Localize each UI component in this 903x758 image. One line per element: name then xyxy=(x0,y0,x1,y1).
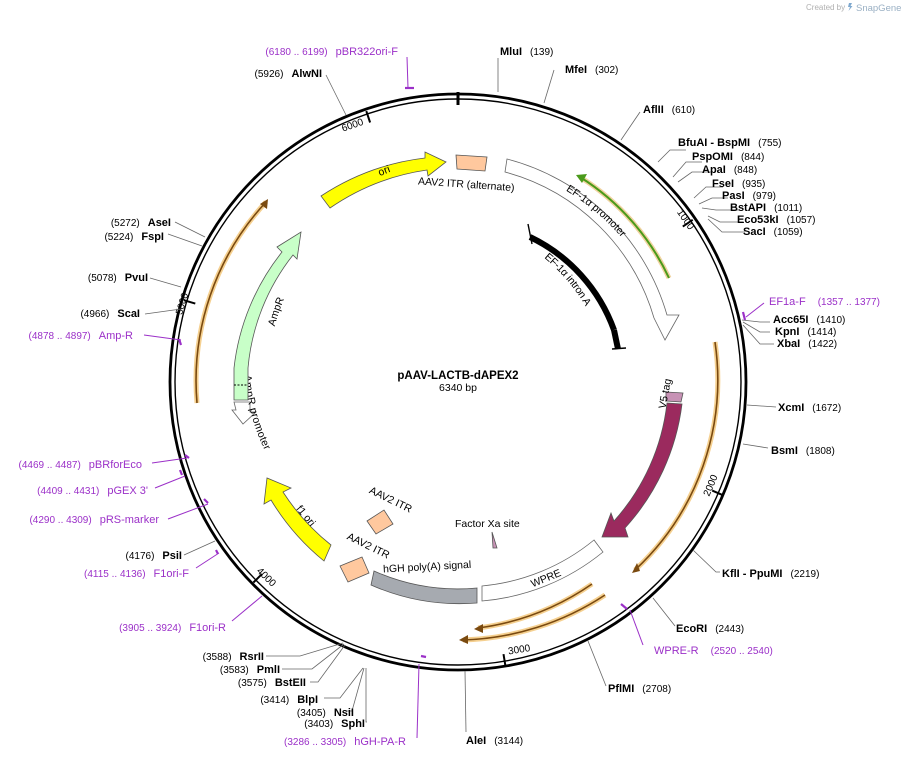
site-sphi[interactable]: (3403)SphI xyxy=(304,718,365,730)
primer-pbrforeco[interactable]: (4469 .. 4487)pBRforEco xyxy=(19,459,142,471)
site-ecori[interactable]: EcoRI(2443) xyxy=(676,623,744,635)
feature-v5-tag[interactable]: V5 tag xyxy=(657,377,684,410)
site-leader-lines xyxy=(144,58,777,733)
svg-text:AmpR: AmpR xyxy=(266,295,287,327)
ruler-5000: 5000 xyxy=(174,291,196,316)
snapgene-credit: Created by SnapGene xyxy=(806,3,901,14)
primer-f1ori-r[interactable]: (3905 .. 3924)F1ori-R xyxy=(119,622,226,634)
site-blpi[interactable]: (3414)BlpI xyxy=(260,694,318,706)
site-alwni[interactable]: (5926)AlwNI xyxy=(255,68,322,80)
credit-prefix: Created by xyxy=(806,3,845,12)
feature-ef1a-intron[interactable]: EF-1α intron A xyxy=(527,223,627,350)
primer-f1ori-f[interactable]: (4115 .. 4136)F1ori-F xyxy=(84,568,189,580)
ruler-label: 5000 xyxy=(174,291,191,316)
site-pasi[interactable]: PasI(979) xyxy=(722,190,776,202)
feature-f1-ori[interactable]: f1 ori xyxy=(263,477,332,562)
feature-label: AAV2 ITR (alternate) xyxy=(418,175,515,194)
site-acc65i[interactable]: Acc65I(1410) xyxy=(773,314,845,326)
site-bstapi[interactable]: BstAPI(1011) xyxy=(730,202,802,214)
primer-arc-wpre-1[interactable] xyxy=(474,581,594,633)
primer-leader-lines xyxy=(143,56,765,739)
site-fsei[interactable]: FseI(935) xyxy=(712,178,765,190)
site-xbai[interactable]: XbaI(1422) xyxy=(777,338,837,350)
primer-arc-wpre-2[interactable] xyxy=(459,592,607,644)
site-rsrii[interactable]: (3588)RsrII xyxy=(203,651,264,663)
site-bfuai-bspmi[interactable]: BfuAI - BspMI(755) xyxy=(678,137,781,149)
primer-prs-marker[interactable]: (4290 .. 4309)pRS-marker xyxy=(29,514,159,526)
feature-factor-xa[interactable]: Factor Xa site xyxy=(455,518,520,549)
plasmid-title-block: pAAV-LACTB-dAPEX2 6340 bp xyxy=(397,370,518,394)
site-alei[interactable]: AleI(3144) xyxy=(466,735,523,747)
primer-pgex-3[interactable]: (4409 .. 4431)pGEX 3' xyxy=(37,485,148,497)
site-scai[interactable]: (4966)ScaI xyxy=(80,308,140,320)
primer-arc-amp[interactable] xyxy=(193,199,268,404)
site-xcmi[interactable]: XcmI(1672) xyxy=(778,402,841,414)
site-fspi[interactable]: (5224)FspI xyxy=(104,231,164,243)
primer-pbr322ori-f[interactable]: (6180 .. 6199)pBR322ori-F xyxy=(265,46,398,58)
feature-ampr[interactable]: AmpR xyxy=(233,231,302,401)
ruler-3000: 3000 xyxy=(502,643,531,667)
feature-hgh-polya[interactable]: hGH poly(A) signal xyxy=(370,559,478,605)
site-eco53ki[interactable]: Eco53kI(1057) xyxy=(737,214,816,226)
feature-aav2-itr-2[interactable]: AAV2 ITR xyxy=(366,485,414,535)
restriction-site-labels: MluI(139) MfeI(302) AflII(610) BfuAI - B… xyxy=(80,46,845,747)
site-mlui[interactable]: MluI(139) xyxy=(500,46,553,58)
primer-amp-r[interactable]: (4878 .. 4897)Amp-R xyxy=(29,330,134,342)
ruler-2000: 2000 xyxy=(702,473,724,498)
site-bsmi[interactable]: BsmI(1808) xyxy=(771,445,835,457)
plasmid-name: pAAV-LACTB-dAPEX2 xyxy=(397,370,518,382)
feature-label: AAV2 ITR xyxy=(367,485,414,516)
feature-apex2[interactable]: APEX2 xyxy=(601,402,687,538)
site-pmli[interactable]: (3583)PmlI xyxy=(220,664,280,676)
snapgene-logo-icon xyxy=(848,3,853,11)
ruler-label: 1000 xyxy=(674,208,696,233)
site-nsii[interactable]: (3405)NsiI xyxy=(297,707,354,719)
feature-label: Factor Xa site xyxy=(455,518,520,530)
site-kfli-ppumi[interactable]: KflI - PpuMI(2219) xyxy=(722,568,819,580)
plasmid-size: 6340 bp xyxy=(439,382,477,394)
ruler-label: 3000 xyxy=(507,643,531,657)
site-saci[interactable]: SacI(1059) xyxy=(743,226,803,238)
credit-brand: SnapGene xyxy=(856,3,901,14)
primer-wpre-r[interactable]: WPRE-R(2520 .. 2540) xyxy=(654,645,773,657)
feature-ori[interactable]: ori xyxy=(320,151,447,209)
ruler-label: 6000 xyxy=(340,117,365,135)
feature-wpre[interactable]: WPRE xyxy=(481,539,604,602)
site-aflii[interactable]: AflII(610) xyxy=(643,104,695,116)
primer-hgh-pa-r[interactable]: (3286 .. 3305)hGH-PA-R xyxy=(284,736,406,748)
ruler-1000: 1000 xyxy=(674,208,696,233)
site-kpni[interactable]: KpnI(1414) xyxy=(775,326,836,338)
site-psii[interactable]: (4176)PsiI xyxy=(126,550,182,562)
site-bsteii[interactable]: (3575)BstEII xyxy=(238,677,306,689)
primer-ef1a-f[interactable]: EF1a-F(1357 .. 1377) xyxy=(769,296,880,308)
site-pflmi[interactable]: PflMI(2708) xyxy=(608,683,671,695)
feature-label: hGH poly(A) signal xyxy=(383,559,472,576)
site-apai[interactable]: ApaI(848) xyxy=(702,164,757,176)
primer-arc-apex2-fwd[interactable] xyxy=(632,341,721,573)
primer-labels: (6180 .. 6199)pBR322ori-F EF1a-F(1357 ..… xyxy=(19,46,880,748)
feature-label: AmpR xyxy=(266,295,287,327)
site-pspomi[interactable]: PspOMI(844) xyxy=(692,151,764,163)
site-asei[interactable]: (5272)AseI xyxy=(111,217,171,229)
site-mfei[interactable]: MfeI(302) xyxy=(565,64,618,76)
site-pvui[interactable]: (5078)PvuI xyxy=(88,272,148,284)
primer-arc-ef1a-f[interactable] xyxy=(576,174,672,280)
ruler-4000: 4000 xyxy=(252,566,278,590)
feature-label: V5 tag xyxy=(657,377,675,409)
feature-label: AAV2 ITR xyxy=(345,531,392,562)
backbone xyxy=(168,92,748,672)
